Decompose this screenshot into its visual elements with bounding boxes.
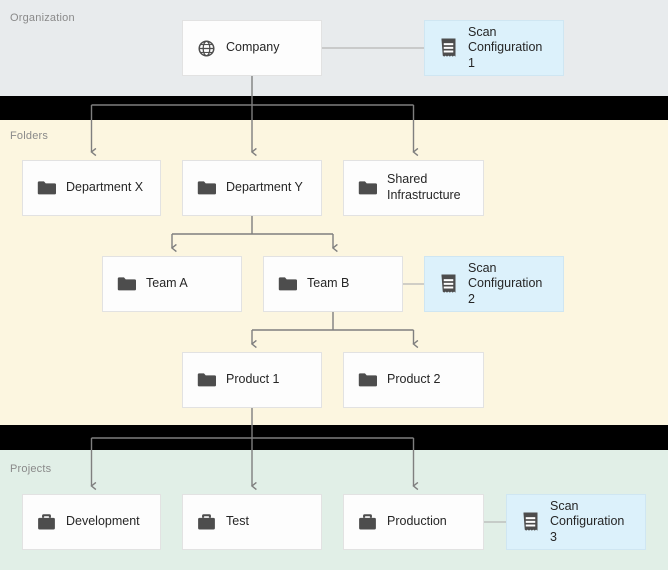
globe-icon bbox=[198, 39, 215, 57]
node-team-a[interactable]: Team A bbox=[102, 256, 242, 312]
node-shared-infrastructure[interactable]: Shared Infrastructure bbox=[343, 160, 484, 216]
node-scan-configuration-3[interactable]: Scan Configuration 3 bbox=[506, 494, 646, 550]
node-product-1[interactable]: Product 1 bbox=[182, 352, 322, 408]
folder-icon bbox=[358, 373, 377, 387]
node-test[interactable]: Test bbox=[182, 494, 322, 550]
receipt-icon bbox=[441, 274, 456, 293]
node-development-label: Development bbox=[66, 514, 140, 529]
node-department-x[interactable]: Department X bbox=[22, 160, 161, 216]
node-team-a-label: Team A bbox=[146, 276, 188, 291]
band-organization-label: Organization bbox=[10, 12, 75, 24]
node-product-2[interactable]: Product 2 bbox=[343, 352, 484, 408]
node-shared-infrastructure-label: Shared Infrastructure bbox=[387, 172, 461, 202]
node-department-y-label: Department Y bbox=[226, 180, 303, 195]
node-team-b[interactable]: Team B bbox=[263, 256, 403, 312]
node-scan-configuration-3-label: Scan Configuration 3 bbox=[550, 498, 625, 544]
folder-icon bbox=[117, 277, 136, 291]
node-production-label: Production bbox=[387, 514, 447, 529]
node-production[interactable]: Production bbox=[343, 494, 484, 550]
folder-icon bbox=[278, 277, 297, 291]
node-development[interactable]: Development bbox=[22, 494, 161, 550]
node-scan-configuration-2[interactable]: Scan Configuration 2 bbox=[424, 256, 564, 312]
receipt-icon bbox=[441, 38, 456, 57]
folder-icon bbox=[37, 181, 56, 195]
node-product-1-label: Product 1 bbox=[226, 372, 280, 387]
band-organization: Organization bbox=[0, 0, 668, 96]
folder-icon bbox=[358, 181, 377, 195]
band-projects-label: Projects bbox=[10, 463, 52, 475]
folder-icon bbox=[197, 373, 216, 387]
node-test-label: Test bbox=[226, 514, 249, 529]
node-scan-configuration-1[interactable]: Scan Configuration 1 bbox=[424, 20, 564, 76]
node-scan-configuration-2-label: Scan Configuration 2 bbox=[468, 260, 543, 306]
briefcase-icon bbox=[359, 514, 376, 530]
briefcase-icon bbox=[38, 514, 55, 530]
briefcase-icon bbox=[198, 514, 215, 530]
band-folders-label: Folders bbox=[10, 130, 49, 142]
node-company-label: Company bbox=[226, 40, 280, 55]
node-department-x-label: Department X bbox=[66, 180, 144, 195]
node-team-b-label: Team B bbox=[307, 276, 350, 291]
node-company[interactable]: Company bbox=[182, 20, 322, 76]
folder-icon bbox=[197, 181, 216, 195]
node-scan-configuration-1-label: Scan Configuration 1 bbox=[468, 24, 543, 70]
receipt-icon bbox=[523, 512, 538, 531]
node-product-2-label: Product 2 bbox=[387, 372, 441, 387]
node-department-y[interactable]: Department Y bbox=[182, 160, 322, 216]
